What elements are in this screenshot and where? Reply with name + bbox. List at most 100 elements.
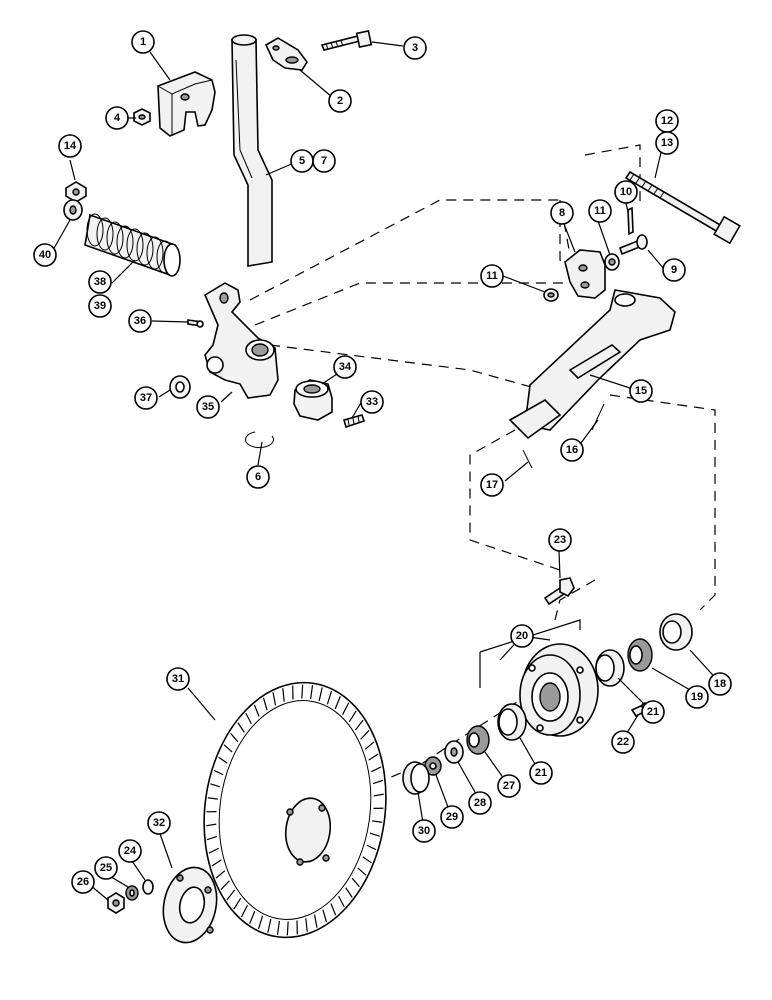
disc-notch <box>326 690 333 705</box>
part-27-bearing-cone <box>466 725 490 755</box>
disc-notch <box>286 921 289 936</box>
disc-notch <box>282 688 285 702</box>
part-21-bearing-cup-b <box>497 703 527 741</box>
callout-label: 39 <box>94 300 106 312</box>
callout-19: 19 <box>685 685 709 709</box>
callout-label: 25 <box>100 862 112 874</box>
callout-37: 37 <box>134 386 158 410</box>
callout-label: 36 <box>134 315 146 327</box>
callout-22: 22 <box>611 730 635 754</box>
part-10-cotter-pin <box>627 206 634 236</box>
callout-33: 33 <box>360 390 384 414</box>
callout-35: 35 <box>196 395 220 419</box>
callout-30: 30 <box>412 819 436 843</box>
disc-notch <box>309 685 314 700</box>
disc-notch <box>372 779 384 785</box>
disc-notch <box>206 835 218 841</box>
part-9-pin <box>619 234 648 256</box>
callout-13: 13 <box>655 131 679 155</box>
part-32-flange <box>162 866 218 944</box>
callout-label: 29 <box>446 811 458 823</box>
callout-label: 32 <box>153 817 165 829</box>
disc-notch <box>371 766 382 773</box>
callout-label: 15 <box>635 385 647 397</box>
disc-notch <box>249 910 256 924</box>
disc-notch <box>364 741 375 750</box>
callout-label: 11 <box>486 270 498 282</box>
callout-7: 7 <box>312 149 336 173</box>
callout-18: 18 <box>708 672 732 696</box>
callout-8: 8 <box>550 201 574 225</box>
disc-notch <box>342 702 350 716</box>
callout-label: 33 <box>366 396 378 408</box>
callout-label: 26 <box>77 876 89 888</box>
callout-label: 9 <box>671 264 677 276</box>
callout-label: 14 <box>64 140 77 152</box>
disc-notch <box>218 756 228 764</box>
callout-label: 40 <box>39 249 51 261</box>
disc-notch <box>301 684 304 699</box>
callout-10: 10 <box>614 180 638 204</box>
part-17-roll-pin <box>522 449 533 469</box>
disc-notch <box>267 918 272 933</box>
disc-notch <box>318 687 323 702</box>
part-1-block <box>157 71 216 137</box>
part-5-shaft <box>231 34 273 267</box>
callout-label: 22 <box>617 736 629 748</box>
callout-label: 19 <box>691 691 703 703</box>
callout-label: 7 <box>321 155 327 167</box>
callout-5: 5 <box>290 149 314 173</box>
part-11-washer-b <box>543 288 559 302</box>
part-15-arm <box>508 289 676 440</box>
disc-notch <box>368 753 379 761</box>
callout-label: 35 <box>202 401 214 413</box>
callout-label: 11 <box>594 205 606 217</box>
disc-notch <box>245 712 252 725</box>
part-21-bearing-cup-a <box>595 649 625 687</box>
callout-label: 37 <box>140 392 152 404</box>
part-2-clip <box>264 37 308 71</box>
part-24-washer <box>142 879 154 895</box>
callout-label: 12 <box>661 115 673 127</box>
callout-label: 28 <box>474 797 486 809</box>
callout-25: 25 <box>94 856 118 880</box>
part-25-lock-washer <box>125 885 139 901</box>
disc-notch <box>348 710 357 723</box>
callout-11-a: 11 <box>588 199 612 223</box>
part-26-nut <box>107 892 125 914</box>
part-11-washer-a <box>604 253 620 271</box>
callout-label: 13 <box>661 137 673 149</box>
callout-34: 34 <box>333 355 357 379</box>
disc-notch <box>206 823 217 827</box>
callout-26: 26 <box>71 870 95 894</box>
disc-notch <box>372 820 383 823</box>
part-6-snap-ring <box>245 431 274 449</box>
part-28-washer <box>444 740 464 764</box>
callout-39: 39 <box>88 294 112 318</box>
part-12-long-bolt <box>624 170 741 245</box>
part-38-spring <box>84 213 181 277</box>
callout-38: 38 <box>88 270 112 294</box>
callout-20: 20 <box>510 624 534 648</box>
callout-label: 30 <box>418 825 430 837</box>
part-19-bearing-cone <box>627 638 653 672</box>
callout-label: 1 <box>140 36 146 48</box>
part-29-nut <box>424 756 442 776</box>
callout-16: 16 <box>560 438 584 462</box>
callout-label: 10 <box>620 186 632 198</box>
disc-notch <box>357 867 367 876</box>
disc-notch <box>208 847 219 854</box>
callout-1: 1 <box>131 30 155 54</box>
part-35-pivot-arm <box>203 282 279 399</box>
callout-label: 17 <box>486 479 498 491</box>
callout-24: 24 <box>118 839 142 863</box>
callout-label: 21 <box>535 767 547 779</box>
leader-lines <box>52 41 721 901</box>
callout-label: 23 <box>554 534 566 546</box>
callout-label: 3 <box>412 42 418 54</box>
part-37-washer <box>169 375 191 399</box>
callout-label: 31 <box>172 673 184 685</box>
part-18-seal <box>659 613 693 651</box>
callout-14: 14 <box>58 134 82 158</box>
